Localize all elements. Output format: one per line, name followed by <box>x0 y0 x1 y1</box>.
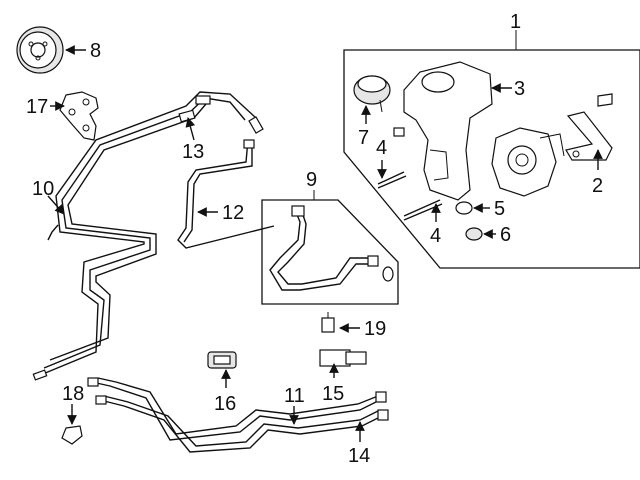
callout-2: 2 <box>592 175 603 197</box>
callout-1: 1 <box>510 11 521 33</box>
callout-4-upper: 4 <box>376 137 387 159</box>
callout-9: 9 <box>306 169 317 191</box>
callout-19: 19 <box>364 318 386 340</box>
cap-part-6[interactable] <box>465 227 483 241</box>
callout-11: 11 <box>284 385 305 407</box>
cap-part-7[interactable] <box>353 75 391 113</box>
callout-14: 14 <box>348 445 370 467</box>
callout-6: 6 <box>500 224 511 246</box>
callout-8: 8 <box>90 40 101 62</box>
clip-part-18[interactable] <box>61 425 83 445</box>
return-line-part-10[interactable] <box>32 91 264 381</box>
callout-18: 18 <box>62 383 84 405</box>
callout-4-lower: 4 <box>430 225 441 247</box>
leader-13 <box>185 117 196 141</box>
pulley-part[interactable] <box>16 26 64 74</box>
callout-3: 3 <box>514 78 525 100</box>
bracket-part-17[interactable] <box>59 91 99 141</box>
callout-17: 17 <box>26 96 48 118</box>
callout-10: 10 <box>32 178 54 200</box>
mount-part-16[interactable] <box>207 351 237 369</box>
bolt-part-4-upper[interactable] <box>377 171 407 189</box>
callout-5: 5 <box>494 198 505 220</box>
hose-part-9[interactable] <box>269 205 394 291</box>
bracket-part-2[interactable] <box>565 93 613 161</box>
hose-assembly-box <box>261 199 399 305</box>
callout-12: 12 <box>222 202 244 224</box>
power-steering-pump[interactable] <box>491 127 565 197</box>
leader-10 <box>47 195 65 215</box>
callout-13: 13 <box>182 141 204 163</box>
connector-part-15[interactable] <box>319 349 367 367</box>
callout-7: 7 <box>358 127 369 149</box>
callout-16: 16 <box>214 393 236 415</box>
hose-part-12[interactable] <box>177 139 275 249</box>
pump-assembly-box <box>343 49 640 269</box>
cooler-line-part-11[interactable] <box>87 377 389 453</box>
reservoir-part-3[interactable] <box>403 61 493 201</box>
o-ring-part-5[interactable] <box>455 201 473 215</box>
clip-part-19[interactable] <box>321 312 335 333</box>
callout-15: 15 <box>322 383 344 405</box>
bolt-small[interactable] <box>393 127 405 137</box>
